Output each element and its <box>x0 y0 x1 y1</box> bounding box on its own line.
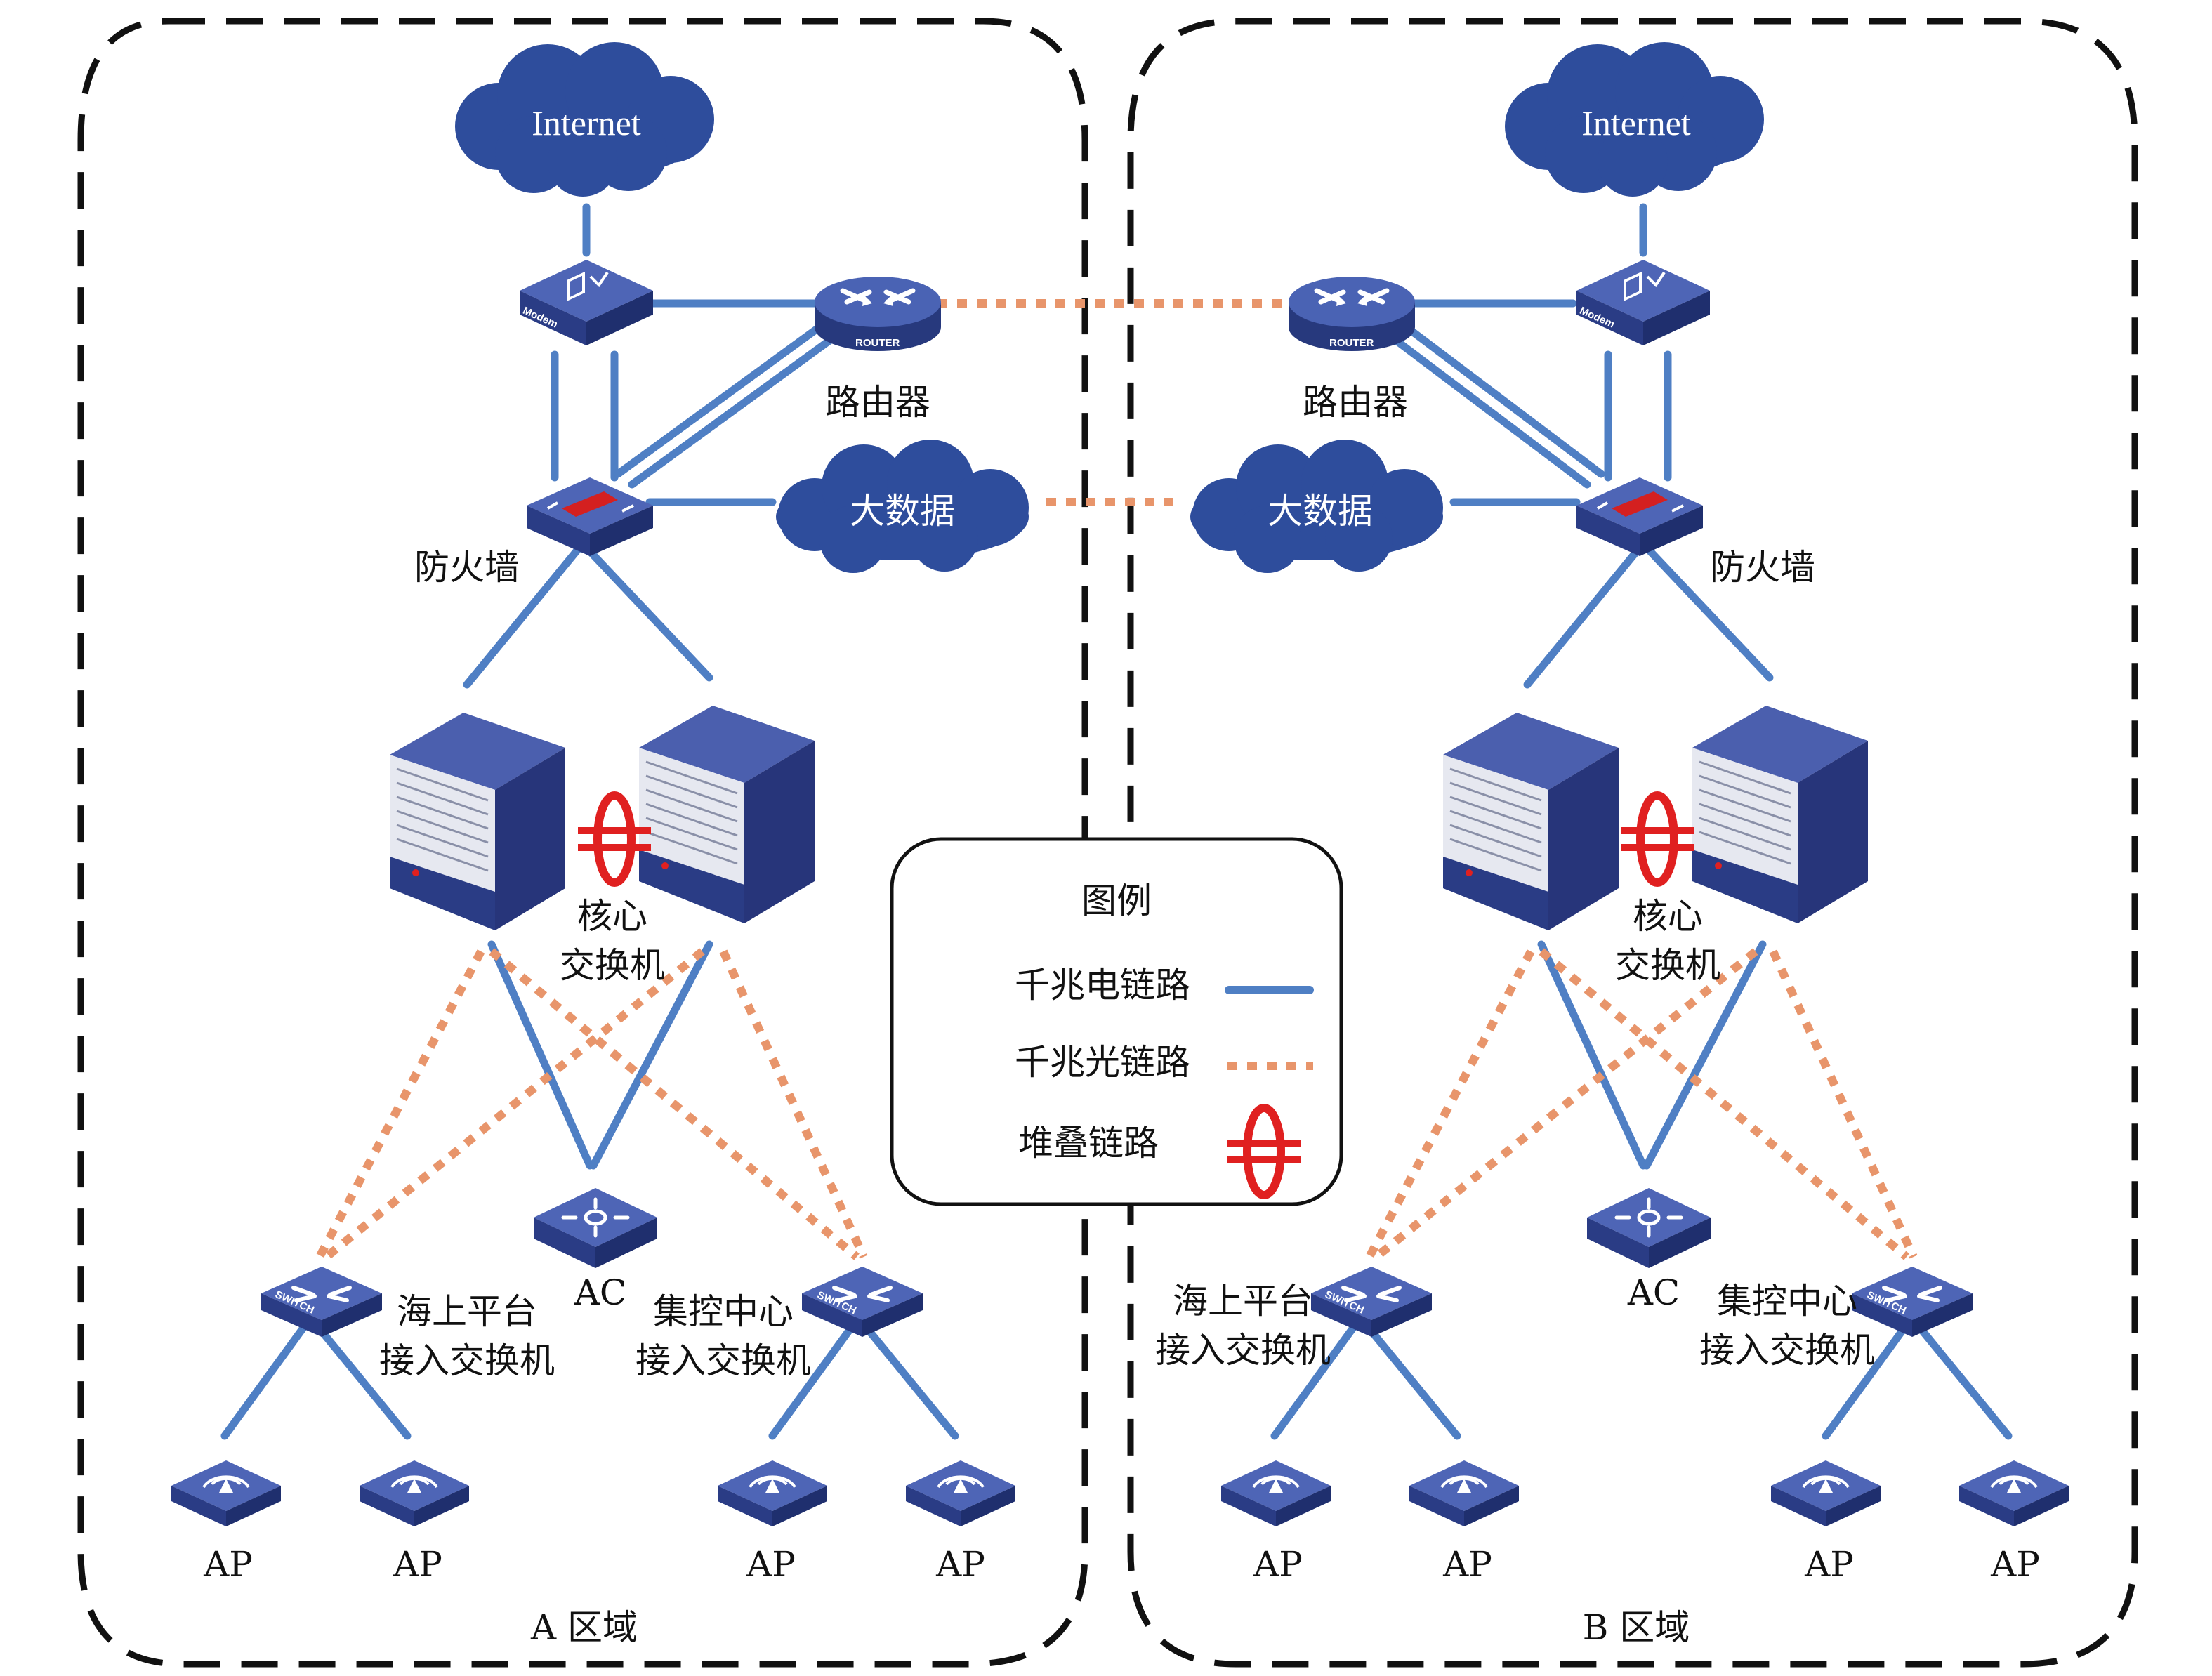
link-sea-switch-ap-b1 <box>1270 1316 1363 1440</box>
legend-item-label: 堆叠链路 <box>1018 1123 1159 1163</box>
links <box>220 203 2013 1440</box>
legend-box <box>890 837 1343 1206</box>
zone-b-labels: Internet 大数据 路由器 防火墙 核心 交换机 AC 海上平台 接入交换… <box>1155 103 2040 1648</box>
router-label: 路由器 <box>1303 382 1408 423</box>
ap-label: AP <box>746 1544 796 1585</box>
core-switch-label: 核心 <box>1633 896 1703 937</box>
core-switch-icon <box>388 711 567 932</box>
ap-label: AP <box>935 1544 985 1585</box>
ap-label: AP <box>1990 1544 2040 1585</box>
link-core-center-switch-b2 <box>1769 949 1918 1259</box>
core-switch-icon <box>1691 704 1869 925</box>
legend: 图例 千兆电链路 千兆光链路 堆叠链路 <box>890 837 1343 1206</box>
sea-switch-label: 接入交换机 <box>1155 1330 1331 1371</box>
link-center-switch-ap-b2 <box>1909 1316 2013 1440</box>
sea-switch-label: 海上平台 <box>1173 1281 1313 1321</box>
zone-a-labels: Internet 大数据 路由器 防火墙 核心 交换机 AC 海上平台 接入交换… <box>203 103 985 1648</box>
ac-label: AC <box>1627 1272 1680 1313</box>
link-firewall-core-a2 <box>582 543 713 682</box>
link-core-center-switch-a2 <box>719 949 868 1259</box>
zone-borders <box>77 18 2138 1668</box>
link-firewall-core-b1 <box>1523 543 1644 689</box>
link-core-sea-switch-b2 <box>1374 948 1758 1260</box>
link-core-ac-a1 <box>487 940 594 1170</box>
link-firewall-core-a1 <box>463 543 584 689</box>
core-switch-icon <box>638 704 816 925</box>
firewall-icon <box>525 476 654 557</box>
link-core-sea-switch-a1 <box>315 949 485 1259</box>
link-router-firewall-b1 <box>1397 319 1605 478</box>
ap-label: AP <box>393 1544 442 1585</box>
ap-icon <box>716 1459 829 1528</box>
link-firewall-core-b2 <box>1642 543 1774 682</box>
router-tag: ROUTER <box>1329 337 1374 349</box>
link-center-switch-ap-b1 <box>1822 1316 1914 1440</box>
ap-icon <box>1958 1459 2070 1528</box>
zone-label: B 区域 <box>1583 1607 1690 1648</box>
ap-icon <box>170 1459 282 1528</box>
zone-a-border <box>77 18 1088 1668</box>
bigdata-label: 大数据 <box>1268 491 1373 531</box>
link-core-ac-b2 <box>1642 940 1767 1170</box>
core-switch-label: 交换机 <box>560 945 665 986</box>
firewall-label: 防火墙 <box>414 547 520 588</box>
zone-a-electric-links <box>220 203 959 1440</box>
core-switch-icon <box>1442 711 1620 932</box>
legend-title: 图例 <box>1081 880 1152 921</box>
link-center-switch-ap-a1 <box>768 1316 861 1440</box>
core-switch-label: 核心 <box>577 896 647 937</box>
ap-icon <box>1770 1459 1882 1528</box>
internet-label: Internet <box>1581 103 1691 143</box>
ac-label: AC <box>574 1272 626 1313</box>
link-core-sea-switch-a2 <box>324 948 705 1260</box>
ap-label: AP <box>203 1544 253 1585</box>
ap-icon <box>904 1459 1017 1528</box>
ac-icon <box>1587 1188 1711 1268</box>
link-core-center-switch-b1 <box>1539 948 1909 1260</box>
link-sea-switch-ap-b2 <box>1358 1316 1461 1440</box>
firewall-label: 防火墙 <box>1710 547 1815 588</box>
link-core-ac-b1 <box>1537 940 1647 1170</box>
core-switch-label: 交换机 <box>1615 945 1720 986</box>
zone-label: A 区域 <box>530 1607 638 1648</box>
ap-label: AP <box>1253 1544 1303 1585</box>
link-router-firewall-b2 <box>1383 329 1591 489</box>
legend-item-label: 千兆光链路 <box>1015 1042 1190 1083</box>
link-core-sea-switch-b1 <box>1365 949 1535 1259</box>
router-tag: ROUTER <box>855 337 900 349</box>
link-router-firewall-a1 <box>614 319 829 478</box>
link-sea-switch-ap-a2 <box>308 1316 412 1440</box>
ap-label: AP <box>1804 1544 1854 1585</box>
router-label: 路由器 <box>825 382 930 423</box>
center-switch-label: 集控中心 <box>1717 1281 1857 1321</box>
ap-icon <box>358 1459 470 1528</box>
center-switch-label: 集控中心 <box>653 1291 794 1332</box>
zone-b-border <box>1127 18 2138 1668</box>
zone-b-electric-links <box>1270 203 2013 1440</box>
sea-switch-label: 海上平台 <box>397 1291 537 1332</box>
ap-label: AP <box>1442 1544 1492 1585</box>
modem-icon <box>1575 258 1711 347</box>
center-switch-label: 接入交换机 <box>1699 1330 1875 1371</box>
link-center-switch-ap-a2 <box>856 1316 959 1440</box>
ac-icon <box>534 1188 657 1268</box>
internet-label: Internet <box>532 103 641 143</box>
ap-icon <box>1220 1459 1332 1528</box>
link-core-center-switch-a1 <box>489 948 860 1260</box>
firewall-icon <box>1575 476 1704 557</box>
modem-icon <box>518 258 654 347</box>
ap-icon <box>1408 1459 1520 1528</box>
stack-link-icon <box>1621 796 1694 883</box>
center-switch-label: 接入交换机 <box>636 1340 811 1381</box>
bigdata-label: 大数据 <box>850 491 955 531</box>
link-sea-switch-ap-a1 <box>220 1316 313 1440</box>
sea-switch-label: 接入交换机 <box>379 1340 555 1381</box>
link-core-ac-a2 <box>589 940 713 1170</box>
legend-item-label: 千兆电链路 <box>1015 965 1190 1005</box>
optical-links <box>315 299 1918 1260</box>
link-router-firewall-a2 <box>628 329 843 489</box>
